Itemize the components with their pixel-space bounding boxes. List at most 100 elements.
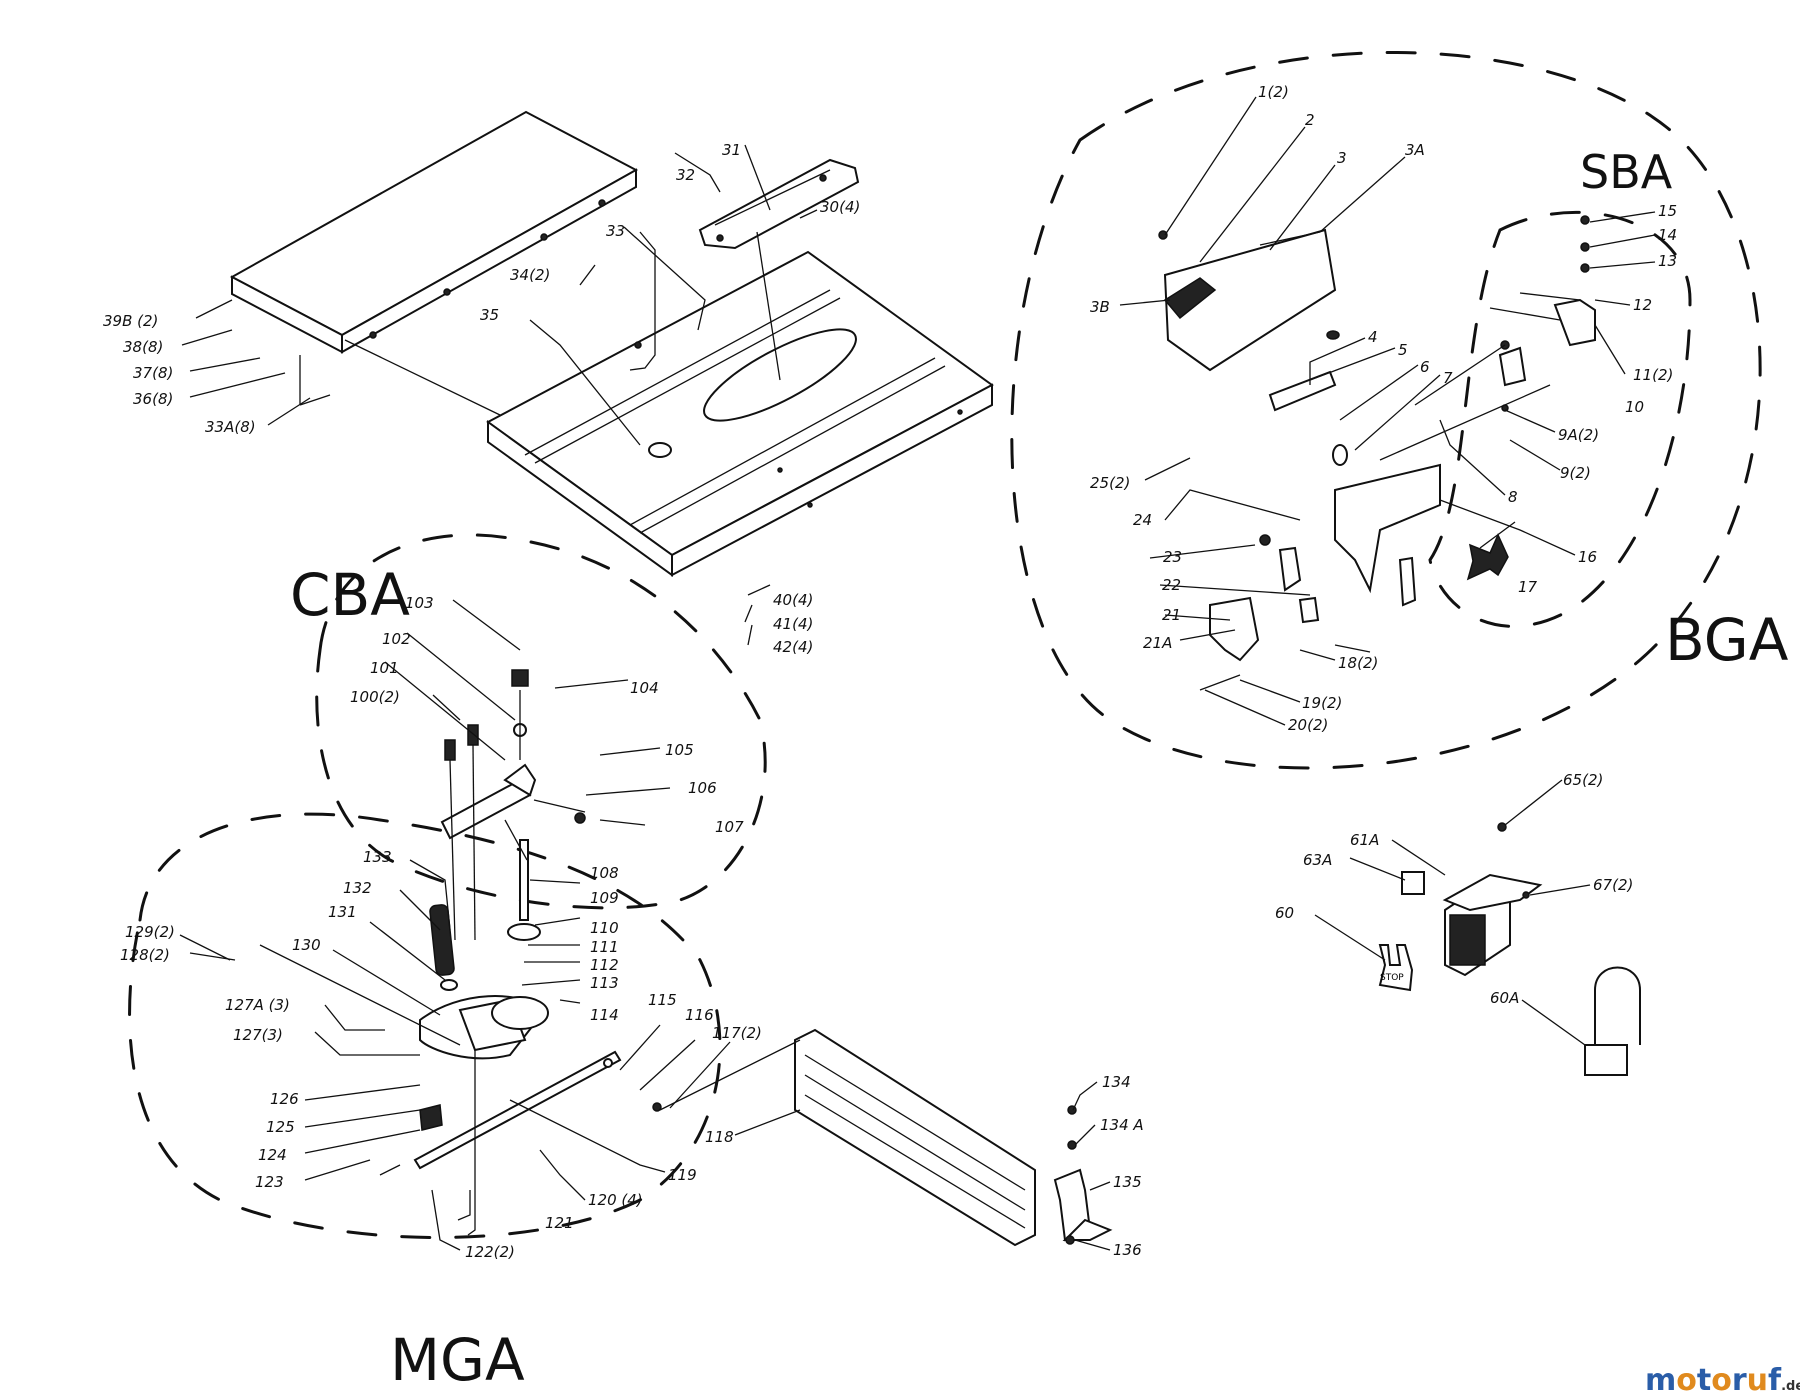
label-67: 67(2) <box>1593 876 1633 894</box>
label-127a: 127A (3) <box>225 996 290 1014</box>
label-105: 105 <box>665 741 694 759</box>
label-16: 16 <box>1578 548 1597 566</box>
extension-table <box>229 110 639 416</box>
miter-bar <box>379 1050 662 1176</box>
group-label-cba: CBA <box>290 561 410 629</box>
label-65: 65(2) <box>1563 771 1603 789</box>
label-124: 124 <box>258 1146 287 1164</box>
label-125: 125 <box>266 1118 295 1136</box>
label-21a: 21A <box>1143 634 1172 652</box>
label-13: 13 <box>1658 252 1677 270</box>
label-133: 133 <box>363 848 392 866</box>
group-label-sba: SBA <box>1580 145 1673 199</box>
label-25: 25(2) <box>1090 474 1130 492</box>
label-120: 120 (4) <box>588 1191 643 1209</box>
splitter-assembly <box>1268 370 1551 607</box>
label-110: 110 <box>590 919 619 937</box>
label-21: 21 <box>1162 606 1181 624</box>
label-41: 41(4) <box>773 615 813 633</box>
label-128: 128(2) <box>120 946 170 964</box>
label-8: 8 <box>1508 488 1518 506</box>
label-24: 24 <box>1133 511 1152 529</box>
label-104: 104 <box>630 679 659 697</box>
label-109: 109 <box>590 889 619 907</box>
label-33a: 33A(8) <box>205 418 256 436</box>
knob <box>1466 533 1509 581</box>
bga-group-boundary <box>1010 51 1762 770</box>
label-7: 7 <box>1443 369 1453 387</box>
label-18: 18(2) <box>1338 654 1378 672</box>
watermark-text: motoruf.de <box>1645 1363 1800 1398</box>
label-15: 15 <box>1658 202 1677 220</box>
label-100: 100(2) <box>350 688 400 706</box>
label-101: 101 <box>370 659 399 677</box>
label-32: 32 <box>676 166 695 184</box>
label-112: 112 <box>590 956 619 974</box>
label-131: 131 <box>328 903 357 921</box>
label-5: 5 <box>1398 341 1408 359</box>
label-63a: 63A <box>1303 851 1332 869</box>
label-37: 37(8) <box>133 364 173 382</box>
label-60a: 60A <box>1490 989 1519 1007</box>
label-130: 130 <box>292 936 321 954</box>
label-3b: 3B <box>1090 298 1110 316</box>
blade-guard <box>1158 228 1340 372</box>
label-126: 126 <box>270 1090 299 1108</box>
label-122: 122(2) <box>465 1243 515 1261</box>
rip-fence-rail <box>794 1028 1036 1247</box>
table-insert <box>698 158 860 250</box>
label-129: 129(2) <box>125 923 175 941</box>
label-134: 134 <box>1102 1073 1131 1091</box>
group-label-mga: MGA <box>390 1326 525 1394</box>
label-107: 107 <box>715 818 744 836</box>
part-labels: 1(2) 2 3 3A 3B 4 5 6 7 8 9(2) 9A(2) 10 1… <box>103 83 1677 1261</box>
switch-key <box>1584 966 1641 1076</box>
label-33: 33 <box>606 222 625 240</box>
switch-box <box>1401 822 1543 977</box>
label-106: 106 <box>688 779 717 797</box>
guard-brackets <box>1199 534 1371 691</box>
label-115: 115 <box>648 991 677 1009</box>
stop-key-text: STOP <box>1380 973 1404 983</box>
label-132: 132 <box>343 879 372 897</box>
label-134a: 134 A <box>1100 1116 1144 1134</box>
label-3a: 3A <box>1405 141 1425 159</box>
stop-key: STOP <box>1378 944 1414 992</box>
label-34: 34(2) <box>510 266 550 284</box>
label-35: 35 <box>480 306 499 324</box>
label-116: 116 <box>685 1006 714 1024</box>
label-121: 121 <box>545 1214 574 1232</box>
label-60: 60 <box>1275 904 1294 922</box>
label-123: 123 <box>255 1173 284 1191</box>
label-39b: 39B (2) <box>103 312 158 330</box>
label-4: 4 <box>1368 328 1378 346</box>
label-9: 9(2) <box>1560 464 1591 482</box>
label-108: 108 <box>590 864 619 882</box>
label-38: 38(8) <box>123 338 163 356</box>
label-9a: 9A(2) <box>1558 426 1599 444</box>
label-114: 114 <box>590 1006 619 1024</box>
fence-clamp <box>1053 1105 1113 1245</box>
label-119: 119 <box>668 1166 697 1184</box>
label-1: 1(2) <box>1258 83 1289 101</box>
label-42: 42(4) <box>773 638 813 656</box>
cba-group-boundary <box>315 533 767 910</box>
label-19: 19(2) <box>1302 694 1342 712</box>
label-31: 31 <box>722 141 741 159</box>
main-table <box>486 250 994 577</box>
leader-lines <box>179 96 1656 1251</box>
label-117: 117(2) <box>712 1024 762 1042</box>
label-6: 6 <box>1420 358 1430 376</box>
label-30: 30(4) <box>820 198 860 216</box>
watermark: motoruf.de <box>1645 1363 1800 1398</box>
label-127: 127(3) <box>233 1026 283 1044</box>
label-111: 111 <box>590 938 619 956</box>
sba-group-boundary <box>1428 210 1692 628</box>
label-135: 135 <box>1113 1173 1142 1191</box>
label-136: 136 <box>1113 1241 1142 1259</box>
miter-gauge <box>419 904 549 1060</box>
label-113: 113 <box>590 974 619 992</box>
label-22: 22 <box>1162 576 1181 594</box>
label-36: 36(8) <box>133 390 173 408</box>
